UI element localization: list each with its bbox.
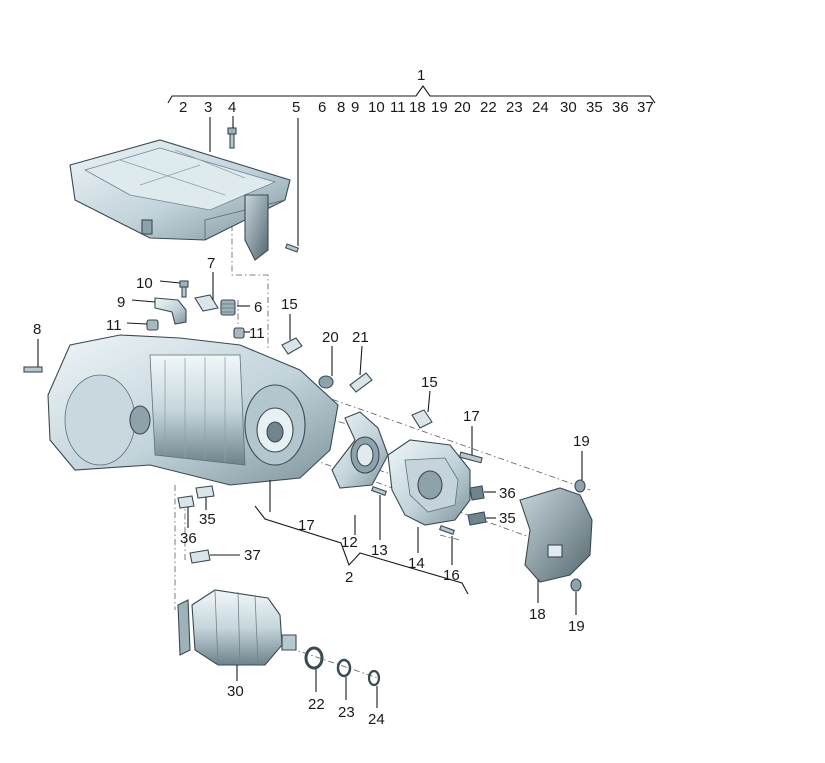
bracket-label: 22 bbox=[480, 99, 497, 116]
bracket-label: 23 bbox=[506, 99, 523, 116]
cover-part-18 bbox=[519, 487, 593, 583]
callout-labels: 3 4 5 7 10 9 6 11 11 8 15 20 21 15 17 19… bbox=[33, 255, 590, 728]
callout-11: 11 bbox=[249, 325, 265, 342]
bracket-label: 6 bbox=[318, 99, 326, 116]
bolt-part-10 bbox=[179, 280, 189, 298]
callout-36: 36 bbox=[180, 530, 197, 547]
bolt-part-5 bbox=[284, 243, 300, 253]
seal-part-19b bbox=[570, 578, 582, 592]
callout-18: 18 bbox=[529, 606, 546, 623]
bracket-label-row: 2 3 4 5 6 8 9 10 11 18 19 20 22 23 24 30… bbox=[179, 99, 654, 116]
drive-unit-part-30 bbox=[177, 589, 297, 666]
bracket-label: 20 bbox=[454, 99, 471, 116]
callout-17: 17 bbox=[463, 408, 480, 425]
bracket-label: 2 bbox=[179, 99, 187, 116]
bracket-label: 8 bbox=[337, 99, 345, 116]
callout-37: 37 bbox=[244, 547, 261, 564]
bracket-label: 11 bbox=[390, 99, 406, 116]
callout-12: 12 bbox=[341, 534, 358, 551]
callout-22: 22 bbox=[308, 696, 325, 713]
bracket-part-12 bbox=[331, 411, 389, 489]
callout-10: 10 bbox=[136, 275, 153, 292]
callout-6: 6 bbox=[254, 299, 262, 316]
label-parts-35-36-37 bbox=[177, 485, 215, 564]
leader-lines bbox=[37, 116, 583, 708]
callout-9: 9 bbox=[117, 294, 125, 311]
callout-14: 14 bbox=[408, 555, 425, 572]
callout-17: 17 bbox=[298, 517, 315, 534]
bolt-part-13 bbox=[371, 486, 387, 496]
callout-2: 2 bbox=[345, 569, 353, 586]
cap-part-20 bbox=[318, 375, 334, 389]
top-cover-part bbox=[69, 139, 291, 261]
ring-part-22 bbox=[304, 646, 324, 670]
label-part-7 bbox=[194, 294, 219, 312]
bolt-part-16 bbox=[439, 525, 455, 535]
callout-21: 21 bbox=[352, 329, 369, 346]
bracket-label: 4 bbox=[228, 99, 236, 116]
callout-30: 30 bbox=[227, 683, 244, 700]
bracket-label: 36 bbox=[612, 99, 629, 116]
bracket-label: 3 bbox=[204, 99, 212, 116]
callout-13: 13 bbox=[371, 542, 388, 559]
ring-part-23 bbox=[336, 658, 352, 678]
plug-part-11b bbox=[233, 327, 245, 339]
cover-part-14 bbox=[387, 439, 471, 526]
callout-35: 35 bbox=[499, 510, 516, 527]
lower-bracket bbox=[254, 505, 469, 595]
callout-11: 11 bbox=[106, 317, 122, 334]
transmission-housing-part bbox=[47, 334, 339, 486]
plug-part-11a bbox=[146, 319, 159, 331]
bracket-label: 18 bbox=[409, 99, 426, 116]
callout-20: 20 bbox=[322, 329, 339, 346]
bracket-label: 19 bbox=[431, 99, 448, 116]
label-part-36a bbox=[469, 485, 485, 501]
callout-8: 8 bbox=[33, 321, 41, 338]
callout-1: 1 bbox=[417, 67, 425, 84]
callout-23: 23 bbox=[338, 704, 355, 721]
bracket-label: 10 bbox=[368, 99, 385, 116]
ring-part-24 bbox=[367, 669, 381, 687]
bracket-label: 9 bbox=[351, 99, 359, 116]
bolt-part-4 bbox=[227, 127, 237, 149]
callout-19: 19 bbox=[573, 433, 590, 450]
callout-19: 19 bbox=[568, 618, 585, 635]
callout-35: 35 bbox=[199, 511, 216, 528]
bracket-label: 37 bbox=[637, 99, 654, 116]
cap-part-6 bbox=[220, 299, 236, 316]
callout-24: 24 bbox=[368, 711, 385, 728]
bracket-label: 5 bbox=[292, 99, 300, 116]
callout-15: 15 bbox=[281, 296, 298, 313]
seal-part-19a bbox=[574, 479, 586, 493]
bracket-label: 24 bbox=[532, 99, 549, 116]
stud-part-17 bbox=[458, 451, 483, 464]
label-part-15a bbox=[281, 337, 303, 355]
bolt-part-8 bbox=[23, 366, 43, 373]
bracket-label: 35 bbox=[586, 99, 603, 116]
top-label-group: 1 bbox=[417, 67, 425, 84]
bracket-label: 30 bbox=[560, 99, 577, 116]
top-bracket bbox=[167, 85, 656, 104]
callout-15: 15 bbox=[421, 374, 438, 391]
callout-7: 7 bbox=[207, 255, 215, 272]
callout-36: 36 bbox=[499, 485, 516, 502]
elbow-fitting-part-9 bbox=[154, 297, 187, 325]
label-part-15b bbox=[411, 409, 433, 429]
label-part-21 bbox=[349, 372, 373, 393]
label-part-35a bbox=[467, 511, 487, 526]
callout-16: 16 bbox=[443, 567, 460, 584]
